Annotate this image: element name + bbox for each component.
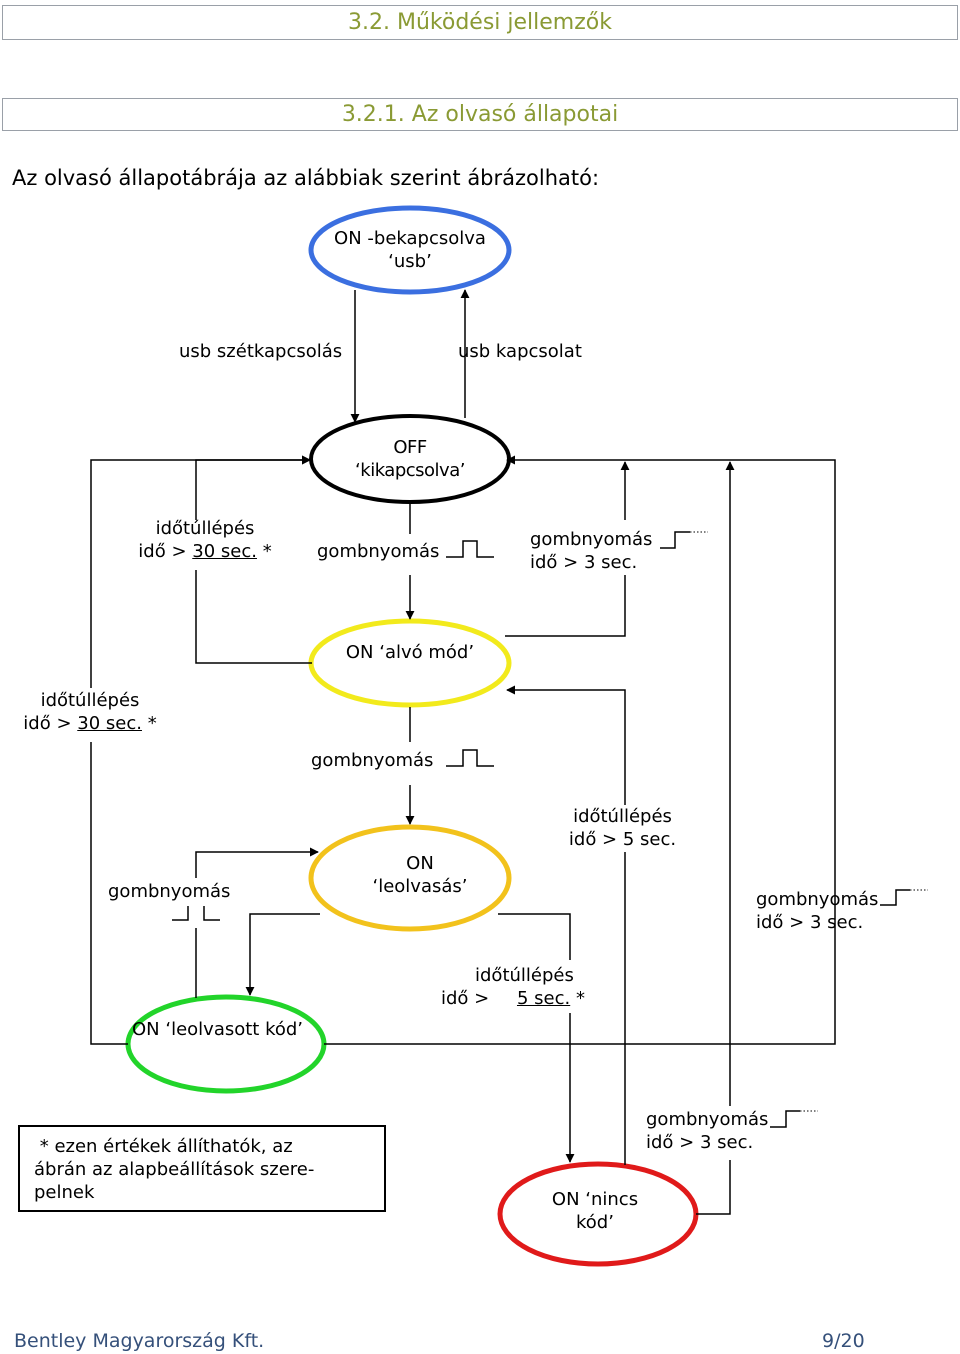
subsection-heading: 3.2.1. Az olvasó állapotai (2, 98, 958, 131)
arrow-sleep-longpress-to-off (505, 575, 626, 637)
pulse-icon (446, 540, 494, 558)
long-press-icon (770, 1110, 800, 1128)
state-read-code-ellipse (125, 994, 327, 1094)
footer-page-number: 9/20 (822, 1330, 865, 1352)
timeout-5-star-label: időtúllépés idő > 5 sec. * (441, 965, 585, 1009)
arrow-timeout-to-off-left (90, 742, 128, 1045)
button-label-a: gombnyomás (317, 541, 440, 562)
pulse-icon (172, 906, 189, 921)
state-sleep-label: ON ‘alvó mód’ (345, 642, 475, 663)
long-press-icon (660, 531, 690, 549)
timeout-30-label-b: időtúllépés idő > 30 sec. * (23, 690, 157, 734)
arrow-right-longpress-to-off (324, 455, 836, 1045)
button-label-b: gombnyomás (311, 750, 434, 771)
arrow-sleep-timeout-to-off (195, 570, 312, 664)
timeout-30-label-a: időtúllépés idő > 30 sec. * (138, 518, 272, 562)
pulse-icon (446, 749, 494, 767)
usb-connect-label: usb kapcsolat (458, 341, 582, 362)
usb-disconnect-label: usb szétkapcsolás (179, 341, 343, 362)
long-press-icon (880, 889, 910, 906)
state-on-usb-label: ON -bekapcsolva‘usb’ (334, 228, 486, 272)
state-reading-ellipse (308, 824, 512, 932)
state-read-code-label: ON ‘leolvasott kód’ (132, 1019, 304, 1040)
footnote-box: * ezen értékek állíthatók, az ábrán az a… (18, 1125, 386, 1212)
state-off-label: OFF‘kikapcsolva’ (355, 437, 465, 481)
state-reading-label: ON‘leolvasás’ (372, 853, 468, 897)
intro-text: Az olvasó állapotábrája az alábbiak szer… (12, 166, 600, 190)
pulse-icon (203, 906, 220, 921)
arrow-reading-to-readcode (245, 913, 320, 996)
state-on-usb-ellipse (308, 205, 512, 295)
footer-company: Bentley Magyarország Kft. (14, 1330, 265, 1352)
arrow-nocode-longpress-to-off (696, 1160, 731, 1215)
section-heading: 3.2. Működési jellemzők (2, 5, 958, 40)
button-label-c: gombnyomás (108, 881, 231, 902)
arrow-reading-to-nocode (498, 913, 571, 960)
